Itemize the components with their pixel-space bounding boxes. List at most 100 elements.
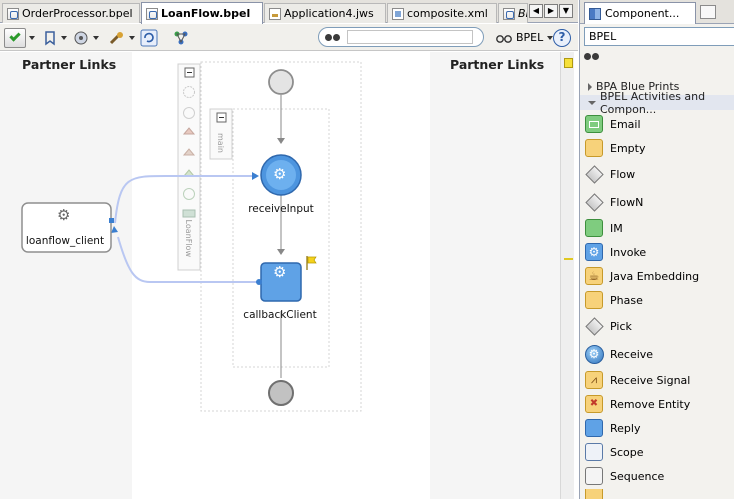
jws-file-icon bbox=[269, 7, 281, 20]
flow-arrow bbox=[277, 138, 285, 144]
palette-item-label: Phase bbox=[610, 293, 643, 307]
signal-icon: ⩘ bbox=[584, 370, 604, 390]
binoculars-icon bbox=[584, 51, 600, 61]
palette-item-label: FlowN bbox=[610, 195, 644, 209]
palette-search-button[interactable] bbox=[584, 51, 600, 61]
process-icon bbox=[74, 31, 88, 44]
palette-item-email[interactable]: Email bbox=[584, 113, 641, 135]
palette-item-label: Receive Signal bbox=[610, 373, 691, 387]
partner-link-port bbox=[109, 218, 114, 223]
reply-icon bbox=[584, 418, 604, 438]
editor-tab-orderprocessor[interactable]: OrderProcessor.bpel bbox=[2, 3, 140, 23]
chevron-right-icon bbox=[588, 82, 592, 91]
correlation-icon bbox=[183, 107, 195, 119]
end-node bbox=[268, 380, 294, 406]
editor-tab-loanflow[interactable]: LoanFlow.bpel bbox=[141, 2, 263, 24]
refresh-icon bbox=[140, 29, 158, 46]
wrench-icon bbox=[109, 31, 123, 44]
callback-arrow bbox=[111, 226, 118, 233]
bpel-file-icon bbox=[146, 7, 158, 20]
palette-item-empty[interactable]: Empty bbox=[584, 137, 645, 159]
partner-link-box bbox=[21, 202, 112, 253]
palette-item-pick[interactable]: Pick bbox=[584, 315, 632, 337]
palette-item-label: Remove Entity bbox=[610, 397, 691, 411]
search-field[interactable] bbox=[318, 27, 484, 47]
category-bpa-blue-prints[interactable]: BPA Blue Prints bbox=[580, 79, 734, 94]
refresh-button[interactable] bbox=[140, 28, 158, 47]
palette-page-select[interactable]: BPEL bbox=[584, 27, 734, 46]
category-bpel-activities[interactable]: BPEL Activities and Compon... bbox=[580, 90, 734, 116]
variables-icon bbox=[183, 86, 195, 98]
bookmark-icon bbox=[45, 30, 55, 45]
tab-scroll-right-icon[interactable]: ▶ bbox=[544, 4, 558, 18]
instant-message-icon bbox=[584, 218, 604, 238]
editor-toolbar: BPEL ? bbox=[0, 24, 578, 51]
sensor-button[interactable] bbox=[172, 28, 190, 47]
bpel-menu-label: BPEL bbox=[516, 31, 544, 44]
editor-tab-application4[interactable]: Application4.jws bbox=[264, 3, 386, 23]
network-icon bbox=[174, 31, 188, 44]
scope-icon bbox=[584, 442, 604, 462]
palette-item-label: Reply bbox=[610, 421, 641, 435]
callback-port bbox=[256, 279, 262, 285]
callback-client-label: callbackClient bbox=[243, 309, 316, 321]
tab-scroll-left-icon[interactable]: ◀ bbox=[529, 4, 543, 18]
palette-item-label: Flow bbox=[610, 167, 636, 181]
request-arrow bbox=[252, 172, 259, 180]
bpel-design-canvas[interactable]: Partner Links Partner Links LoanFlow mai… bbox=[0, 52, 578, 499]
palette-item-receive[interactable]: ⚙ Receive bbox=[584, 343, 653, 365]
palette-grid-icon bbox=[589, 7, 601, 20]
editor-tab-label: Application4.jws bbox=[284, 7, 374, 20]
validate-button[interactable] bbox=[4, 27, 35, 48]
palette-item-receive-signal[interactable]: ⩘ Receive Signal bbox=[584, 369, 690, 391]
overview-gutter[interactable] bbox=[560, 52, 574, 499]
bpel-menu-button[interactable]: BPEL bbox=[496, 28, 554, 47]
partner-links-left-title: Partner Links bbox=[22, 57, 117, 72]
bpel-file-icon bbox=[7, 7, 19, 20]
palette-item-label: Scope bbox=[610, 445, 644, 459]
palette-item-reply[interactable]: Reply bbox=[584, 417, 640, 439]
flag-icon bbox=[307, 256, 317, 264]
palette-item-label: Empty bbox=[610, 141, 646, 155]
tools-button[interactable] bbox=[108, 28, 135, 47]
editor-tab-overflow[interactable]: Bl bbox=[498, 3, 528, 23]
palette-item-flown[interactable]: FlowN bbox=[584, 191, 643, 213]
partner-link-callback-line bbox=[117, 236, 260, 283]
email-icon bbox=[584, 114, 604, 134]
chevron-down-icon bbox=[129, 35, 135, 40]
palette-item-scope[interactable]: Scope bbox=[584, 441, 644, 463]
palette-item-flow[interactable]: Flow bbox=[584, 163, 635, 185]
invoke-icon: ⚙ bbox=[584, 242, 604, 262]
editor-tab-label: OrderProcessor.bpel bbox=[22, 7, 133, 20]
compensation-icon bbox=[182, 148, 196, 156]
palette-item-java-embedding[interactable]: ☕ Java Embedding bbox=[584, 265, 699, 287]
chevron-down-icon bbox=[29, 35, 35, 40]
search-input[interactable] bbox=[347, 30, 473, 44]
palette-item-remove-entity[interactable]: ✖ Remove Entity bbox=[584, 393, 690, 415]
palette-item-im[interactable]: IM bbox=[584, 217, 623, 239]
component-palette-tab[interactable]: Component... bbox=[584, 2, 696, 24]
gutter-marker-icon[interactable] bbox=[564, 58, 573, 68]
invoke-gear-icon: ⚙ bbox=[273, 263, 287, 281]
glasses-icon bbox=[496, 34, 512, 43]
palette-item-phase[interactable]: Phase bbox=[584, 289, 643, 311]
bookmark-button[interactable] bbox=[42, 28, 67, 47]
category-label: BPEL Activities and Compon... bbox=[600, 89, 706, 116]
palette-item-label: Receive bbox=[610, 347, 654, 361]
start-node bbox=[268, 69, 294, 95]
resource-palette-tab-icon[interactable] bbox=[700, 5, 716, 19]
chevron-down-icon bbox=[588, 100, 596, 105]
editor-tab-label: composite.xml bbox=[407, 7, 488, 20]
palette-item-sequence[interactable]: Sequence bbox=[584, 465, 664, 487]
palette-item-label: Sequence bbox=[610, 469, 665, 483]
help-button[interactable]: ? bbox=[553, 28, 571, 47]
remove-entity-icon: ✖ bbox=[584, 394, 604, 414]
chevron-down-icon bbox=[61, 35, 67, 40]
editor-tab-composite[interactable]: composite.xml bbox=[387, 3, 497, 23]
palette-item-invoke[interactable]: ⚙ Invoke bbox=[584, 241, 646, 263]
process-button[interactable] bbox=[72, 28, 99, 47]
partner-link-request-line bbox=[114, 174, 255, 224]
tab-list-icon[interactable]: ▼ bbox=[559, 4, 573, 18]
java-cup-icon: ☕ bbox=[584, 266, 604, 286]
chevron-down-icon bbox=[93, 35, 99, 40]
